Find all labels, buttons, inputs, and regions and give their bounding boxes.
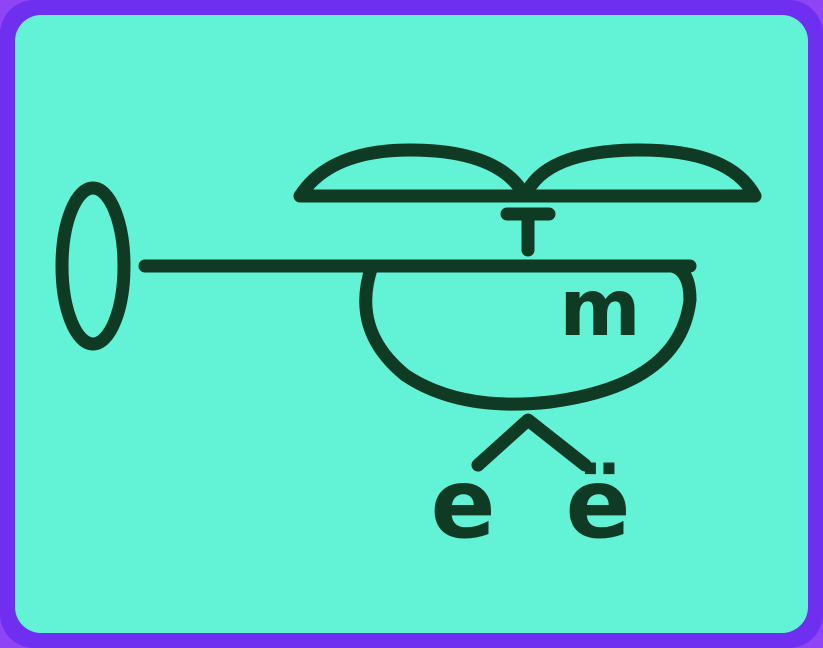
cabin-shape <box>366 266 690 404</box>
right-wheel-letter: ë <box>565 448 630 560</box>
left-wheel-letter: e <box>430 448 495 560</box>
main-rotor-shape <box>300 150 755 196</box>
tail-rotor-shape <box>62 188 124 344</box>
cabin-letter: m <box>559 264 640 354</box>
